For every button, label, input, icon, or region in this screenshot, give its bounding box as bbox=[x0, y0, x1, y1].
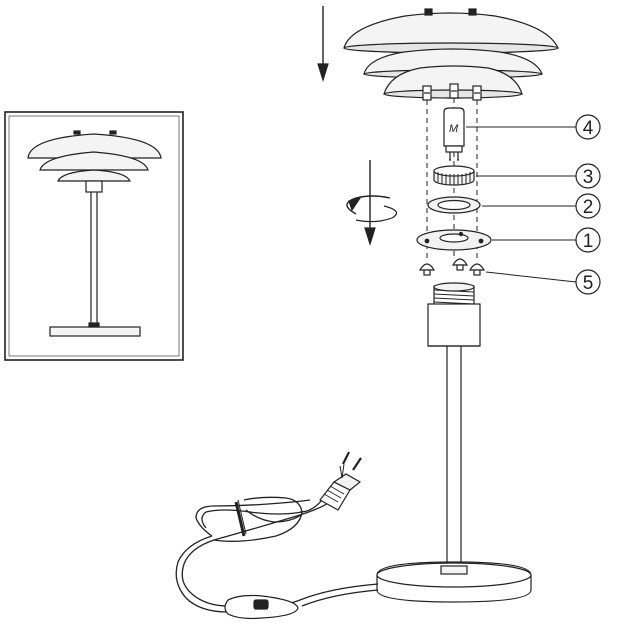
power-plug-icon bbox=[319, 451, 362, 511]
threaded-ring bbox=[433, 165, 475, 186]
screws bbox=[418, 258, 486, 276]
inline-switch bbox=[224, 594, 299, 620]
callout-2: 2 bbox=[575, 193, 601, 219]
callout-5-label: 5 bbox=[583, 273, 594, 294]
callout-1-label: 1 bbox=[583, 231, 594, 252]
callout-1: 1 bbox=[575, 227, 601, 253]
washer bbox=[427, 196, 481, 214]
lamp-shade-assembly bbox=[317, 6, 559, 101]
mounting-plate bbox=[416, 229, 492, 251]
lamp-body bbox=[376, 282, 532, 603]
callout-4: 4 bbox=[575, 114, 601, 140]
callout-3: 3 bbox=[575, 163, 601, 189]
callout-3-label: 3 bbox=[583, 167, 594, 188]
callout-leaders bbox=[466, 126, 577, 283]
rotation-arrow-icon bbox=[346, 160, 398, 247]
callout-5: 5 bbox=[575, 269, 601, 295]
callout-2-label: 2 bbox=[583, 197, 594, 218]
bulb-mark: M bbox=[449, 123, 459, 135]
power-cord bbox=[175, 496, 379, 613]
callout-4-label: 4 bbox=[583, 118, 594, 139]
assembled-lamp-inset bbox=[4, 111, 184, 361]
halogen-bulb: M bbox=[443, 107, 465, 161]
